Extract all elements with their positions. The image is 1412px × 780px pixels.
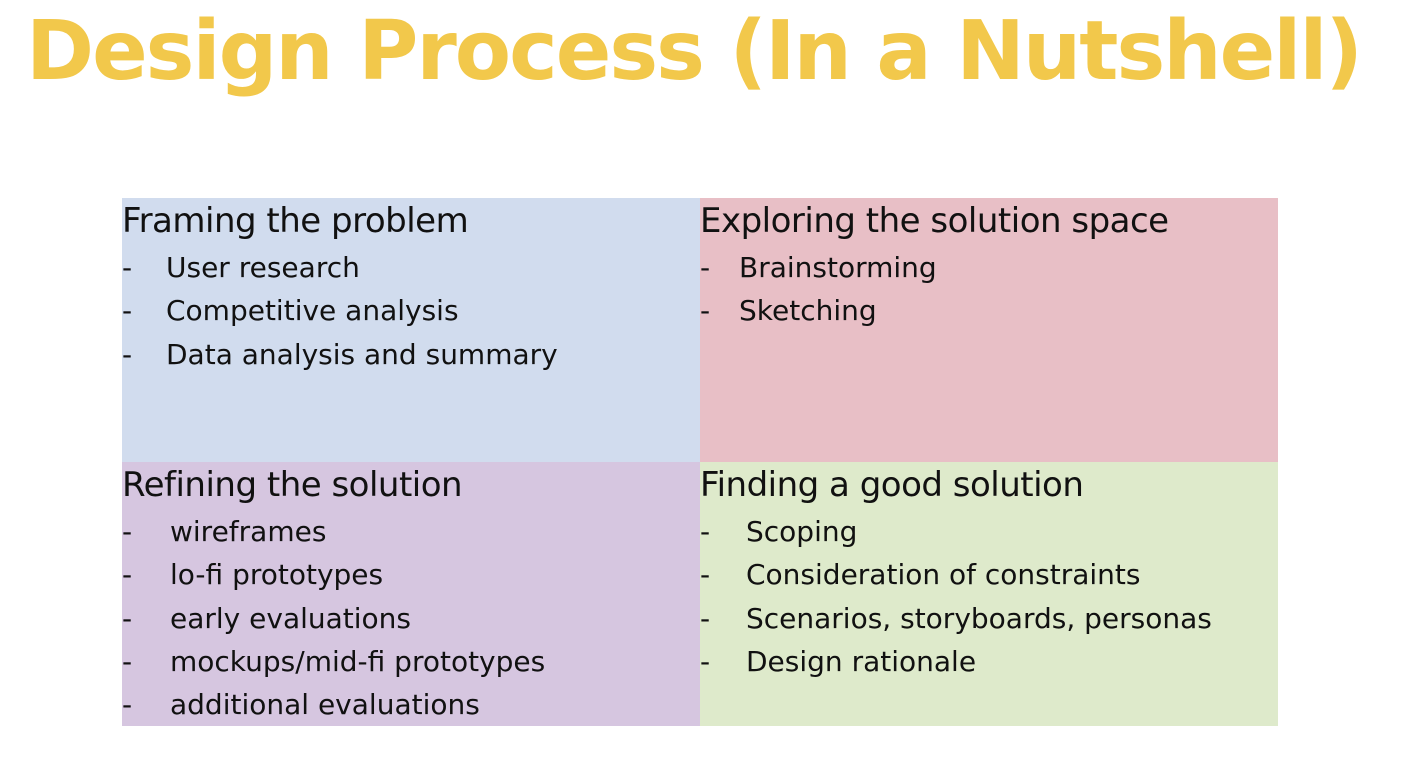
- list-item-text: mockups/mid-fi prototypes: [170, 644, 546, 678]
- bullet-dash: -: [122, 515, 133, 548]
- list-item-text: wireframes: [170, 515, 327, 548]
- slide-title: Design Process (In a Nutshell): [26, 4, 1363, 99]
- list-item-text: Sketching: [739, 294, 877, 328]
- bullet-dash: -: [122, 558, 133, 592]
- quadrant-refining-the-solution: Refining the solution - wireframes - lo-fi…: [122, 462, 700, 726]
- bullet-dash: -: [122, 644, 133, 678]
- bullet-dash: -: [122, 251, 133, 284]
- bullet-dash: -: [122, 337, 133, 371]
- list-item-text: Brainstorming: [739, 251, 937, 284]
- list-item-text: Design rationale: [746, 644, 977, 678]
- list-item-text: User research: [166, 251, 360, 284]
- bullet-dash: -: [700, 644, 711, 678]
- quadrant-heading: Exploring the solution space: [700, 201, 1169, 241]
- list-item-text: lo-fi prototypes: [170, 558, 384, 592]
- quadrant-framing-the-problem: Framing the problem -User research -Comp…: [122, 198, 700, 462]
- list-item-text: Consideration of constraints: [746, 558, 1141, 592]
- list-item-text: Scenarios, storyboards, personas: [746, 601, 1212, 635]
- list-item-text: early evaluations: [170, 601, 412, 635]
- quadrant-heading: Refining the solution: [122, 465, 463, 505]
- bullet-dash: -: [700, 251, 711, 284]
- quadrant-heading: Framing the problem: [122, 201, 469, 241]
- bullet-dash: -: [700, 515, 711, 548]
- bullet-dash: -: [122, 688, 133, 722]
- bullet-dash: -: [700, 294, 711, 328]
- bullet-dash: -: [700, 601, 711, 635]
- quadrant-finding-a-good-solution: Finding a good solution - Scoping - Consid…: [700, 462, 1278, 726]
- list-item-text: Data analysis and summary: [166, 337, 558, 371]
- bullet-dash: -: [122, 294, 133, 328]
- quadrant-heading: Finding a good solution: [700, 465, 1084, 505]
- list-item-text: Competitive analysis: [166, 294, 459, 328]
- bullet-dash: -: [700, 558, 711, 592]
- bullet-dash: -: [122, 601, 133, 635]
- list-item-text: additional evaluations: [170, 688, 480, 722]
- quadrant-exploring-the-solution-space: Exploring the solution space -Brainstorm…: [700, 198, 1278, 462]
- list-item-text: Scoping: [746, 515, 858, 548]
